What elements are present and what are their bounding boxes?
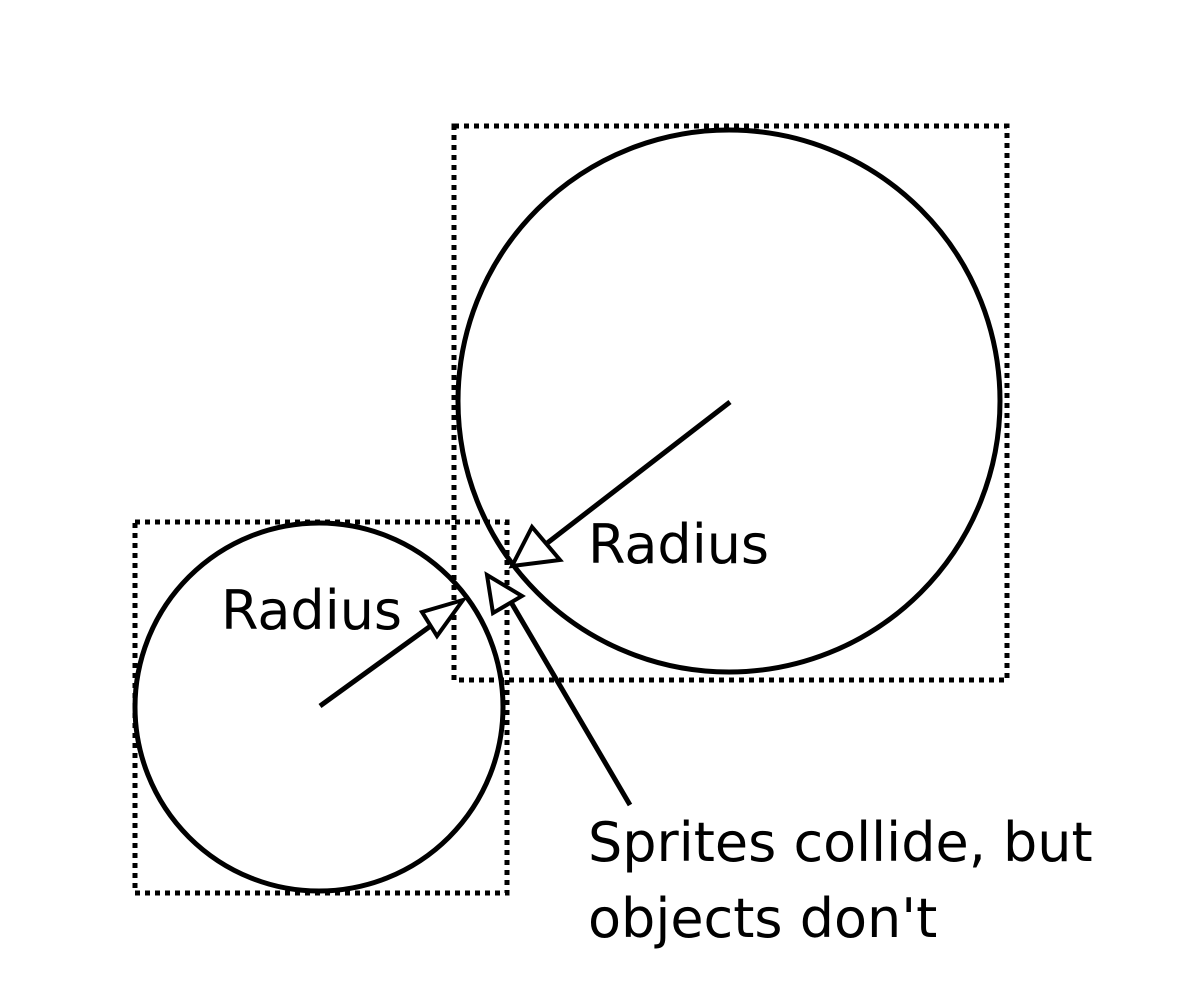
large-radius-line [544, 400, 732, 546]
large-sprite-bounding-box [451, 123, 1010, 683]
collision-note-line-1: Sprites collide, but [588, 811, 1093, 874]
large-radius-label: Radius [588, 513, 769, 576]
large-radius-arrowhead [508, 523, 564, 569]
collision-pointer-arrowhead [484, 571, 526, 617]
large-object-circle [455, 127, 1003, 675]
collision-pointer-line [505, 595, 633, 807]
small-object-circle [132, 520, 506, 894]
small-radius-line [318, 614, 445, 709]
small-radius-label: Radius [221, 579, 402, 642]
collision-note-line-2: objects don't [588, 887, 937, 950]
small-radius-arrowhead [418, 596, 469, 640]
